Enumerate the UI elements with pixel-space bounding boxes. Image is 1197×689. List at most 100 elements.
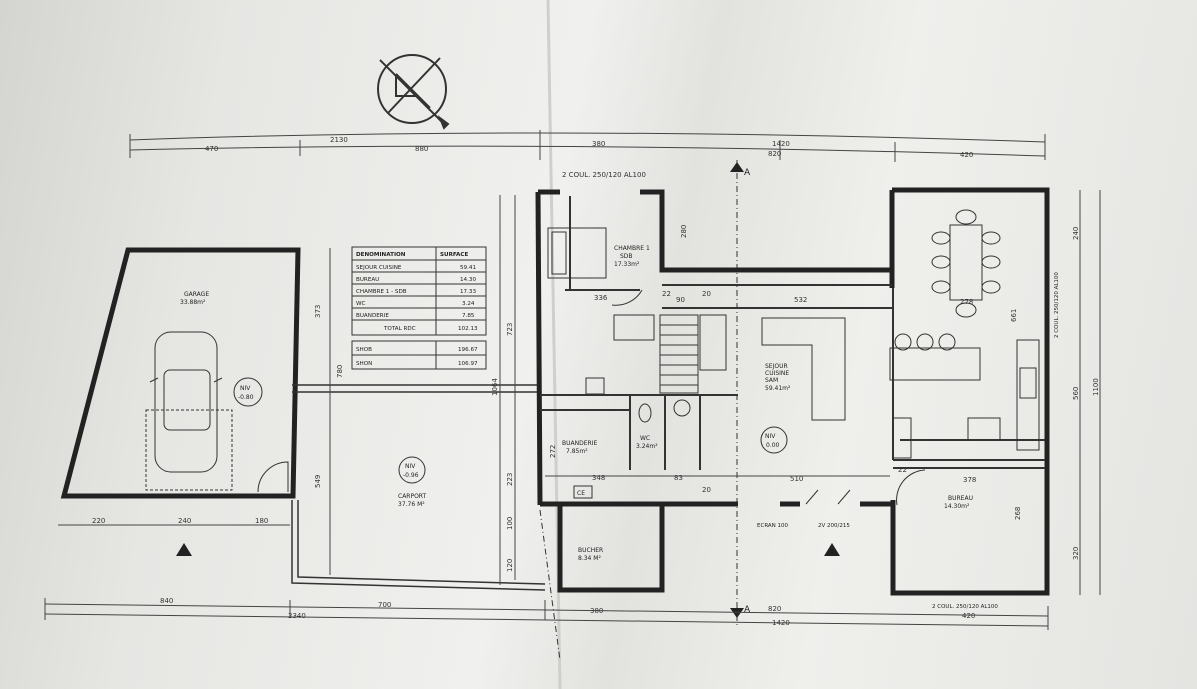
buanderie-name: BUANDERIE	[562, 440, 597, 447]
opening-right-label: 2 COUL. 250/120 AL100	[1054, 272, 1060, 338]
sejour-name3: SAM	[765, 377, 778, 384]
dim-vert-mid-3: 223	[506, 473, 514, 486]
dim-right-4: 1100	[1092, 378, 1100, 396]
table-row-value: 3.24	[462, 301, 475, 307]
dim-bottom-seg-5: 420	[962, 612, 975, 620]
table-header-surface: SURFACE	[440, 252, 468, 258]
sejour-area: 59.41m²	[765, 385, 791, 392]
table-row-value: 14.30	[460, 277, 476, 283]
bureau-name: BUREAU	[948, 495, 973, 502]
wc-area: 3.24m²	[636, 443, 658, 450]
dim-top-seg-5: 420	[960, 151, 973, 159]
table-header-denomination: DENOMINATION	[356, 252, 406, 258]
dim-vert-left-1: 373	[314, 305, 322, 318]
dim-interior: 22	[898, 466, 907, 474]
staircase	[613, 314, 727, 394]
dim-interior: 83	[674, 474, 683, 482]
table-row-name: SEJOUR CUISINE	[356, 265, 402, 271]
dim-interior: 20	[702, 486, 711, 494]
dim-interior: 336	[594, 294, 608, 302]
dim-interior: 532	[794, 296, 807, 304]
dim-bottom-total: 2340	[288, 612, 306, 620]
dim-garage-1: 220	[92, 517, 105, 525]
sofa	[761, 317, 846, 421]
garage-walls	[60, 247, 301, 499]
table-row-name: TOTAL RDC	[383, 326, 416, 332]
table-total-value: 106.97	[458, 361, 478, 367]
section-line-a	[730, 160, 744, 625]
garage-name: GARAGE	[184, 291, 209, 298]
dim-top-seg-1: 470	[205, 145, 218, 153]
svg-text:-0.80: -0.80	[238, 394, 254, 401]
carport-area: 37.76 M²	[398, 501, 425, 508]
entry-arrow-house	[824, 543, 840, 556]
dim-bedroom-height: 280	[680, 225, 688, 238]
dim-top-seg-4: 820	[768, 150, 781, 158]
dim-vert-left-3: 549	[314, 475, 322, 488]
table-row-value: 102.13	[458, 326, 478, 332]
dim-bottom-seg-4: 820	[768, 605, 781, 613]
table-row-value: 7.85	[462, 313, 475, 319]
garage-area: 33.88m²	[180, 299, 206, 306]
svg-text:-0.96: -0.96	[403, 472, 419, 479]
ce-box	[573, 485, 593, 499]
bottom-dimension-lines	[44, 598, 1049, 630]
dim-vert-mid2-3: 272	[549, 445, 557, 458]
carport-level-marker: NIV -0.96	[398, 456, 426, 484]
dim-interior: 22	[662, 290, 671, 298]
dim-vert-mid2-2: 120	[506, 559, 514, 572]
dim-right-1: 240	[1072, 227, 1080, 240]
garage-car	[145, 331, 233, 491]
svg-text:NIV: NIV	[405, 463, 416, 470]
dim-vert-left-2: 780	[336, 365, 344, 378]
bucher-name: BUCHER	[578, 547, 603, 554]
dim-interior: 90	[676, 296, 685, 304]
garage-level-marker: NIV -0.80	[233, 377, 263, 407]
wc-fixtures	[585, 377, 691, 423]
section-mark-bottom: A	[744, 605, 751, 615]
dim-vert-mid2-1: 100	[506, 517, 514, 530]
section-mark-top: A	[744, 168, 751, 178]
dim-right-6: 268	[1014, 507, 1022, 520]
svg-text:NIV: NIV	[240, 385, 251, 392]
dim-bottom-seg-2: 700	[378, 601, 391, 609]
dim-garage-3: 180	[255, 517, 268, 525]
house-inner-walls	[540, 196, 1045, 470]
table-row-value: 59.41	[460, 265, 476, 271]
dim-interior: 348	[592, 474, 605, 482]
carport-outline	[291, 384, 546, 591]
top-dimension-lines	[129, 130, 1046, 162]
carport-name: CARPORT	[398, 493, 427, 500]
dim-interior: 510	[790, 475, 803, 483]
surface-table	[351, 246, 487, 370]
bucher-area: 8.34 M²	[578, 555, 601, 562]
dim-bottom-right-total: 1420	[772, 619, 790, 627]
chambre-name: CHAMBRE 1	[614, 245, 650, 252]
dim-top-total: 2130	[330, 136, 348, 144]
ce-label: CE	[577, 490, 585, 497]
table-total-name: SHOB	[356, 347, 372, 353]
table-row-value: 17.33	[460, 289, 476, 295]
bureau-area: 14.30m²	[944, 503, 970, 510]
table-total-name: SHON	[356, 361, 372, 367]
bay-label: 2V 200/215	[818, 523, 850, 529]
dim-top-seg-3: 380	[592, 140, 605, 148]
dining-table	[931, 209, 1001, 318]
dim-vert-mid-1: 723	[506, 323, 514, 336]
dim-interior: 278	[960, 298, 973, 306]
sejour-name2: CUISINE	[765, 370, 789, 377]
dim-top-seg-2: 880	[415, 145, 428, 153]
dim-right-2: 560	[1072, 387, 1080, 400]
dim-right-5: 661	[1010, 309, 1018, 322]
kitchen-island	[889, 333, 1040, 459]
dim-vert-mid-2: 1064	[491, 378, 499, 396]
dim-garage-2: 240	[178, 517, 191, 525]
table-row-name: CHAMBRE 1 - SDB	[356, 289, 407, 295]
chambre-sub: SDB	[620, 253, 633, 260]
dim-interior: 20	[702, 290, 711, 298]
table-total-value: 196.67	[458, 347, 478, 353]
sejour-level-marker: NIV 0.00	[760, 426, 788, 454]
table-row-name: BUREAU	[356, 277, 379, 283]
wc-name: WC	[640, 435, 650, 442]
table-row-name: WC	[356, 301, 366, 307]
